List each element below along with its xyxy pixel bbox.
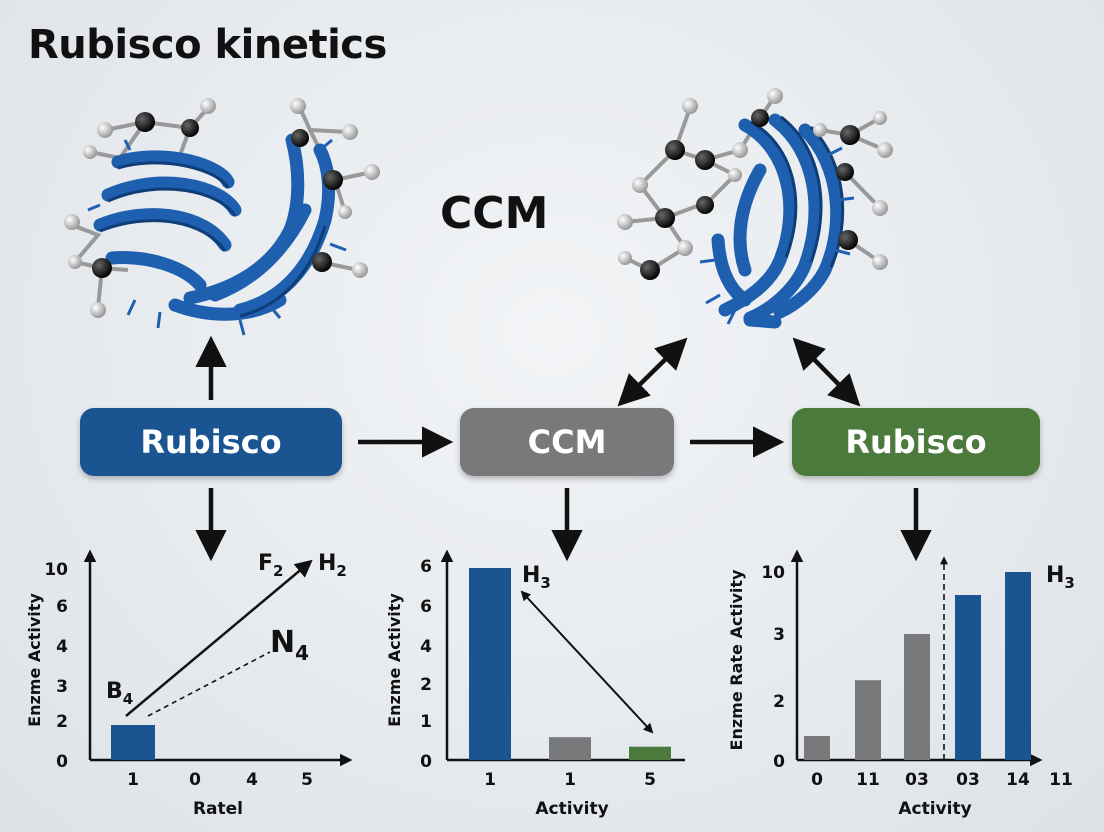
page-title: Rubisco kinetics [28, 22, 387, 68]
chart-left-annot-b: B4 [106, 679, 133, 708]
chart-right-ytick: 3 [773, 625, 785, 645]
chart-right-xtick: 0 [811, 770, 823, 790]
chart-middle: 0 1 2 4 6 6 1 1 5 Activity Enzme Activit… [385, 549, 685, 819]
c2-bar [549, 737, 591, 760]
chart-left-xtick: 0 [189, 770, 201, 790]
chart-left-ytick: 3 [56, 677, 68, 697]
chart-right-annot-h: H3 [1046, 563, 1075, 592]
ccm-center-label: CCM [440, 188, 549, 239]
chart-left-xtick: 4 [246, 770, 258, 790]
protein-structure-left [64, 98, 380, 336]
chart-left-ytick: 4 [56, 637, 68, 657]
chart-middle-annot-h: H3 [522, 563, 551, 592]
chart-middle-xtick: 1 [484, 770, 496, 790]
c3-bar [804, 736, 830, 760]
c2-bar [629, 746, 671, 760]
chart-left-trend-arrow [125, 559, 313, 717]
chart-middle-diagonal-arrow [520, 590, 654, 734]
c3-bar [855, 680, 881, 760]
c3-bar [955, 595, 981, 760]
chart-left-ytick: 6 [56, 597, 68, 617]
c3-bar [1005, 572, 1031, 760]
chart-right-ytick: 2 [773, 692, 785, 712]
rubisco-box-left: Rubisco [80, 408, 342, 476]
c1-bar [111, 725, 155, 760]
chart-right-xtick: 14 [1006, 770, 1030, 790]
chart-left-xtick: 1 [127, 770, 139, 790]
chart-left-ytick: 2 [56, 712, 68, 732]
chart-left-xlabel: Ratel [193, 799, 243, 819]
c3-bar [904, 634, 930, 760]
chart-middle-ytick: 0 [420, 752, 432, 772]
chart-middle-ytick: 1 [420, 712, 432, 732]
chart-left-ytick: 0 [56, 752, 68, 772]
chart-right-ytick: 10 [761, 563, 785, 583]
chart-middle-ylabel: Enzme Activity [385, 593, 404, 727]
flow-arrows [195, 335, 932, 562]
arrow-double-middle [617, 337, 688, 407]
chart-right-ytick: 0 [773, 752, 785, 772]
chart-middle-ytick: 4 [420, 637, 432, 657]
chart-middle-ytick: 6 [420, 597, 432, 617]
chart-left-ytick: 10 [44, 560, 68, 580]
chart-right-xlabel: Activity [898, 799, 971, 819]
chart-middle-ytick: 6 [420, 557, 432, 577]
c2-bar [469, 568, 511, 760]
rubisco-box-right: Rubisco [792, 408, 1040, 476]
chart-right-xtick: 11 [1049, 770, 1073, 790]
chart-left-ylabel: Enzme Activity [25, 593, 44, 727]
chart-middle-xlabel: Activity [535, 799, 608, 819]
chart-right-xtick: 03 [956, 770, 980, 790]
protein-structure-right [617, 88, 893, 329]
chart-right-xtick: 03 [905, 770, 929, 790]
ccm-box: CCM [460, 408, 674, 476]
arrow-double-right [792, 337, 861, 407]
chart-middle-xtick: 5 [644, 770, 656, 790]
chart-right: 0 2 3 10 0 11 03 03 14 11 Activity Enzme… [727, 549, 1075, 819]
chart-right-ylabel: Enzme Rate Activity [727, 569, 746, 750]
chart-left: 0 2 3 4 6 10 1 0 4 5 Ratel Enzme Activit… [25, 549, 353, 819]
chart-left-annot-h: H2 [318, 551, 347, 580]
chart-left-xtick: 5 [301, 770, 313, 790]
chart-left-annot-f: F2 [258, 551, 283, 580]
chart-right-xtick: 11 [856, 770, 880, 790]
chart-left-dashed-line [147, 651, 271, 717]
chart-middle-ytick: 2 [420, 675, 432, 695]
chart-left-annot-n: N4 [270, 625, 309, 665]
chart-middle-xtick: 1 [564, 770, 576, 790]
